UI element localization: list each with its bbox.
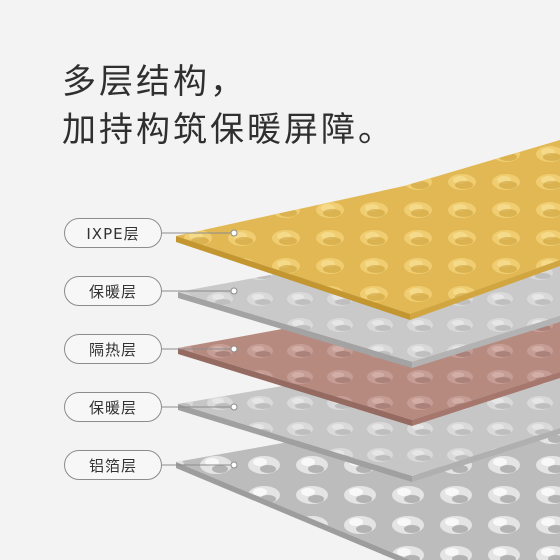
- label-text: 铝箔层: [88, 456, 137, 475]
- label-text: 保暖层: [88, 282, 137, 301]
- label-foil-layer: 铝箔层: [64, 450, 162, 480]
- label-text: IXPE层: [86, 224, 140, 243]
- headline-line-2: 加持构筑保暖屏障。: [62, 110, 395, 150]
- layer-ixpe: [176, 140, 560, 320]
- label-ixpe-layer: IXPE层: [64, 218, 162, 248]
- label-warm-layer-2: 保暖层: [64, 392, 162, 422]
- label-heat-insulation-layer: 隔热层: [64, 334, 162, 364]
- headline: 多层结构， 加持构筑保暖屏障。: [62, 58, 395, 154]
- label-text: 隔热层: [88, 340, 137, 359]
- headline-line-1: 多层结构，: [62, 62, 247, 102]
- label-warm-layer-1: 保暖层: [64, 276, 162, 306]
- label-text: 保暖层: [88, 398, 137, 417]
- connectors: [162, 229, 238, 469]
